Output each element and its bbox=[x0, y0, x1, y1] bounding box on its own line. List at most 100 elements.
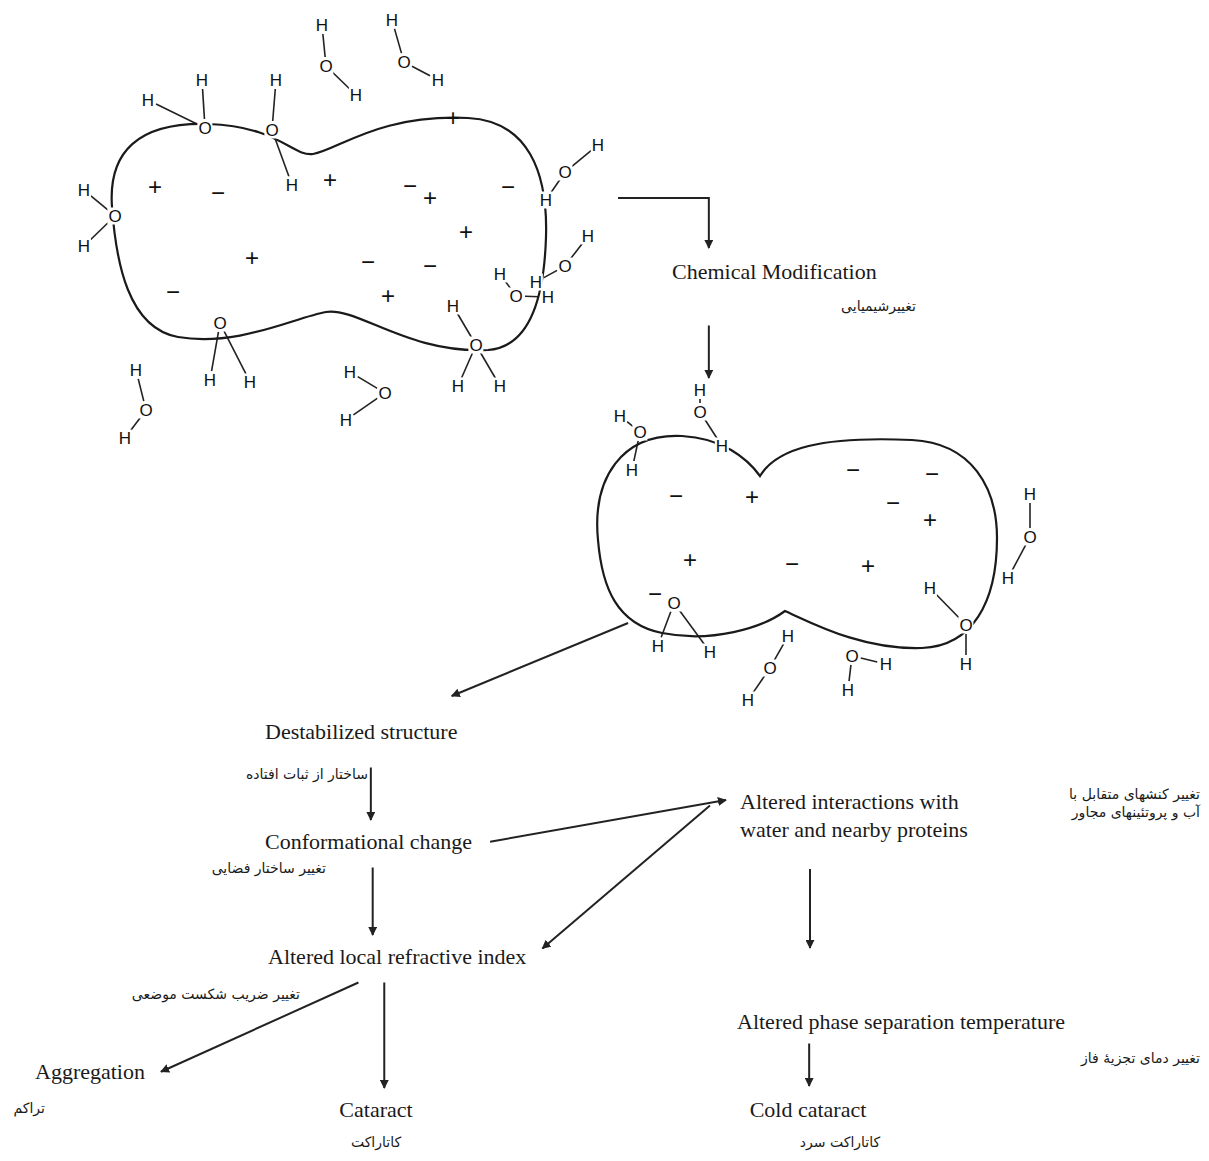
bond-line bbox=[570, 243, 582, 259]
water-atom: H bbox=[339, 412, 353, 429]
flow-step: Destabilized structure ساختار از ثبات افت… bbox=[246, 718, 458, 784]
water-atom: H bbox=[781, 628, 795, 645]
bond-line bbox=[462, 353, 473, 378]
water-atom: O bbox=[666, 595, 681, 612]
water-atom: O bbox=[557, 164, 572, 181]
persian-caption: تغییر کنشهای متقابل با آب و پروتئینهای م… bbox=[1048, 786, 1200, 821]
water-atom: H bbox=[243, 374, 257, 391]
water-atom: H bbox=[879, 656, 893, 673]
water-atom: H bbox=[651, 638, 665, 655]
charge-sign: + bbox=[683, 548, 697, 572]
bond-line bbox=[358, 377, 378, 389]
water-atom: H bbox=[118, 430, 132, 447]
bond-line bbox=[544, 270, 557, 277]
persian-caption: تغییر ضریب شکست موضعی bbox=[132, 986, 300, 1004]
water-atom: O bbox=[396, 54, 411, 71]
charge-sign: + bbox=[423, 186, 437, 210]
persian-caption: تغییر دمای تجزیهٔ فاز bbox=[1081, 1050, 1200, 1068]
water-atom: O bbox=[377, 385, 392, 402]
water-atom: H bbox=[269, 72, 283, 89]
bond-line bbox=[412, 66, 430, 76]
persian-caption: تراکم bbox=[14, 1100, 46, 1118]
bond-line bbox=[699, 399, 701, 403]
water-atom: H bbox=[349, 87, 363, 104]
flow-arrow bbox=[452, 623, 628, 696]
charge-sign: − bbox=[501, 175, 515, 199]
water-atom: O bbox=[692, 404, 707, 421]
bond-line bbox=[1012, 545, 1025, 570]
protein-molecule: ++−+−+−++−−−+ bbox=[108, 112, 548, 358]
bond-line bbox=[753, 675, 765, 692]
bond-line bbox=[861, 658, 877, 662]
water-atom: H bbox=[1001, 570, 1015, 587]
flow-arrow bbox=[542, 806, 710, 949]
flow-step: Cold cataractکاتاراکت سرد bbox=[750, 1096, 880, 1152]
water-atom: O bbox=[508, 288, 523, 305]
water-atom: H bbox=[693, 382, 707, 399]
water-atom: H bbox=[195, 72, 209, 89]
water-atom: H bbox=[493, 266, 507, 283]
bond-line bbox=[138, 379, 144, 402]
charge-sign: + bbox=[745, 485, 759, 509]
flow-step: Chemical Modificationتغییرشیمیایی bbox=[672, 258, 916, 316]
bond-line bbox=[705, 420, 717, 439]
flow-step: Altered local refractive index تغییر ضریب… bbox=[132, 943, 527, 1004]
water-atom: O bbox=[844, 648, 859, 665]
flow-arrow bbox=[383, 983, 385, 1089]
charge-sign: − bbox=[925, 462, 939, 486]
flow-step: Aggregationتراکم bbox=[14, 1058, 145, 1118]
protein-outline-path bbox=[597, 436, 997, 648]
persian-caption: کاتاراکت سرد bbox=[800, 1134, 880, 1152]
water-atom: O bbox=[958, 617, 973, 634]
water-atom: H bbox=[581, 228, 595, 245]
charge-sign: + bbox=[861, 554, 875, 578]
persian-caption: کاتاراکت bbox=[351, 1134, 401, 1152]
flow-arrow bbox=[370, 768, 372, 821]
charge-sign: + bbox=[245, 246, 259, 270]
water-atom: H bbox=[613, 408, 627, 425]
water-atom: H bbox=[451, 378, 465, 395]
charge-sign: − bbox=[423, 254, 437, 278]
water-atom: H bbox=[285, 177, 299, 194]
water-atom: H bbox=[841, 682, 855, 699]
charge-sign: − bbox=[166, 280, 180, 304]
protein-molecule: −−−+−++−+− bbox=[592, 428, 1002, 653]
charge-sign: − bbox=[846, 458, 860, 482]
water-atom: H bbox=[493, 378, 507, 395]
flow-arrow bbox=[708, 326, 710, 379]
charge-sign: + bbox=[446, 106, 460, 130]
protein-outline bbox=[108, 112, 548, 358]
water-atom: H bbox=[923, 580, 937, 597]
flow-arrow bbox=[372, 868, 374, 936]
step-label: Destabilized structure bbox=[265, 718, 457, 746]
charge-sign: − bbox=[785, 552, 799, 576]
water-atom: H bbox=[591, 137, 605, 154]
charge-sign: − bbox=[886, 491, 900, 515]
charge-sign: + bbox=[381, 284, 395, 308]
water-atom: H bbox=[77, 182, 91, 199]
charge-sign: − bbox=[648, 582, 662, 606]
water-atom: O bbox=[318, 58, 333, 75]
water-atom: O bbox=[557, 258, 572, 275]
flow-step: Altered interactions with water and near… bbox=[740, 786, 1200, 843]
bond-line bbox=[203, 89, 205, 119]
water-atom: H bbox=[431, 72, 445, 89]
charge-sign: + bbox=[923, 508, 937, 532]
bond-line bbox=[323, 34, 325, 57]
water-atom: O bbox=[762, 660, 777, 677]
water-atom: H bbox=[446, 298, 460, 315]
water-atom: O bbox=[264, 122, 279, 139]
water-atom: H bbox=[959, 656, 973, 673]
persian-caption: ساختار از ثبات افتاده bbox=[246, 766, 368, 784]
bond-line bbox=[525, 295, 539, 297]
water-atom: H bbox=[1023, 486, 1037, 503]
charge-sign: + bbox=[323, 168, 337, 192]
charge-sign: − bbox=[361, 250, 375, 274]
water-atom: H bbox=[77, 238, 91, 255]
water-atom: H bbox=[141, 92, 155, 109]
water-atom: O bbox=[197, 120, 212, 137]
water-atom: H bbox=[129, 362, 143, 379]
step-label: Altered local refractive index bbox=[268, 943, 526, 971]
water-atom: O bbox=[107, 208, 122, 225]
